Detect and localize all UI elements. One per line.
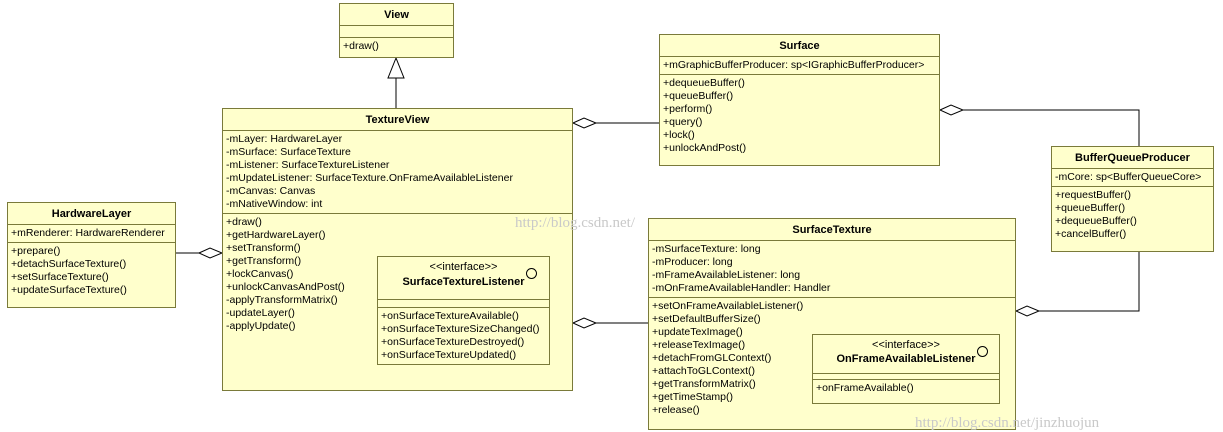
member-line: -mSurfaceTexture: long <box>652 243 761 255</box>
member-line: +detachFromGLContext() <box>652 352 772 364</box>
class-texture-view-attributes: -mLayer: HardwareLayer-mSurface: Surface… <box>223 131 572 214</box>
class-hardware-layer: HardwareLayer +mRenderer: HardwareRender… <box>7 202 176 308</box>
class-texture-view: TextureView -mLayer: HardwareLayer-mSurf… <box>222 108 573 391</box>
member-line: +release() <box>652 404 700 416</box>
member-line: -mOnFrameAvailableHandler: Handler <box>652 282 831 294</box>
member-line: +detachSurfaceTexture() <box>11 258 127 270</box>
member-line: +lockCanvas() <box>226 268 294 280</box>
member-line: -mCore: sp<BufferQueueCore> <box>1055 171 1202 183</box>
member-line: +setDefaultBufferSize() <box>652 313 761 325</box>
member-line: +getTimeStamp() <box>652 391 734 403</box>
member-line: +onSurfaceTextureDestroyed() <box>381 336 525 348</box>
aggregation-diamond-surface-bqp <box>938 104 965 116</box>
member-line: +getTransform() <box>226 255 302 267</box>
member-line: +onSurfaceTextureSizeChanged() <box>381 323 540 335</box>
member-line: -mLayer: HardwareLayer <box>226 133 343 145</box>
member-line: -applyUpdate() <box>226 320 296 332</box>
generalization-arrow <box>387 56 405 79</box>
class-surface-attributes: +mGraphicBufferProducer: sp<IGraphicBuff… <box>660 57 939 75</box>
member-line: +getHardwareLayer() <box>226 229 326 241</box>
class-hardware-layer-methods: +prepare()+detachSurfaceTexture()+setSur… <box>8 243 175 299</box>
class-hardware-layer-attributes: +mRenderer: HardwareRenderer <box>8 225 175 243</box>
class-buffer-queue-producer-name: BufferQueueProducer <box>1052 147 1213 169</box>
member-line: +mRenderer: HardwareRenderer <box>11 227 165 239</box>
class-buffer-queue-producer-attributes: -mCore: sp<BufferQueueCore> <box>1052 169 1213 187</box>
class-view-name: View <box>340 4 453 26</box>
member-line: -mListener: SurfaceTextureListener <box>226 159 390 171</box>
interface-surface-texture-listener-attributes <box>378 300 549 308</box>
member-line: -mNativeWindow: int <box>226 198 323 210</box>
class-hardware-layer-name: HardwareLayer <box>8 203 175 225</box>
member-line: +unlockAndPost() <box>663 142 747 154</box>
member-line: +cancelBuffer() <box>1055 228 1127 240</box>
class-surface-texture-methods: +setOnFrameAvailableListener()+setDefaul… <box>649 298 1015 419</box>
member-line: +lock() <box>663 129 695 141</box>
member-line: +onFrameAvailable() <box>816 382 914 394</box>
interface-lollipop-icon <box>977 346 988 357</box>
interface-on-frame-available-listener: <<interface>> OnFrameAvailableListener +… <box>812 334 1000 404</box>
class-texture-view-methods: +draw()+getHardwareLayer()+setTransform(… <box>223 214 572 335</box>
interface-on-frame-available-listener-name: OnFrameAvailableListener <box>836 353 976 365</box>
member-line: +perform() <box>663 103 713 115</box>
member-line: +onSurfaceTextureUpdated() <box>381 349 517 361</box>
class-surface-texture-attributes: -mSurfaceTexture: long-mProducer: long-m… <box>649 241 1015 298</box>
aggregation-diamond-hardwarelayer <box>197 247 224 259</box>
aggregation-diamond-surface <box>571 117 598 129</box>
interface-surface-texture-listener-methods: +onSurfaceTextureAvailable()+onSurfaceTe… <box>378 308 549 364</box>
stereotype-label: <<interface>> <box>872 339 940 351</box>
member-line: -applyTransformMatrix() <box>226 294 338 306</box>
member-line: -mCanvas: Canvas <box>226 185 316 197</box>
class-view-methods: +draw() <box>340 38 453 55</box>
class-surface-texture-name: SurfaceTexture <box>649 219 1015 241</box>
class-surface-methods: +dequeueBuffer()+queueBuffer()+perform()… <box>660 75 939 157</box>
member-line: -updateLayer() <box>226 307 295 319</box>
member-line: +onSurfaceTextureAvailable() <box>381 310 519 322</box>
interface-on-frame-available-listener-attributes <box>813 374 999 380</box>
member-line: +prepare() <box>11 245 61 257</box>
member-line: +requestBuffer() <box>1055 189 1131 201</box>
member-line: +dequeueBuffer() <box>1055 215 1137 227</box>
member-line: -mUpdateListener: SurfaceTexture.OnFrame… <box>226 172 513 184</box>
member-line: +updateSurfaceTexture() <box>11 284 127 296</box>
member-line: +updateTexImage() <box>652 326 743 338</box>
member-line: +setSurfaceTexture() <box>11 271 109 283</box>
member-line: +queueBuffer() <box>1055 202 1126 214</box>
class-surface-name: Surface <box>660 35 939 57</box>
interface-surface-texture-listener: <<interface>> SurfaceTextureListener +on… <box>377 256 550 365</box>
member-line: +attachToGLContext() <box>652 365 756 377</box>
watermark-text: http://blog.csdn.net/jinzhuojun <box>915 415 1100 431</box>
member-line: +setTransform() <box>226 242 301 254</box>
member-line: +releaseTexImage() <box>652 339 746 351</box>
member-line: +draw() <box>343 40 379 52</box>
member-line: +getTransformMatrix() <box>652 378 756 390</box>
watermark-text: http://blog.csdn.net/ <box>515 215 635 231</box>
aggregation-line-bqp-surfacetexture <box>1039 252 1140 312</box>
member-line: +queueBuffer() <box>663 90 734 102</box>
interface-lollipop-icon <box>526 268 537 279</box>
member-line: +mGraphicBufferProducer: sp<IGraphicBuff… <box>663 59 925 71</box>
member-line: +unlockCanvasAndPost() <box>226 281 345 293</box>
aggregation-line-bqp-surface <box>963 109 1140 146</box>
member-line: +setOnFrameAvailableListener() <box>652 300 804 312</box>
member-line: +query() <box>663 116 703 128</box>
stereotype-label: <<interface>> <box>429 261 498 273</box>
class-buffer-queue-producer: BufferQueueProducer -mCore: sp<BufferQue… <box>1051 146 1214 252</box>
aggregation-diamond-surfacetexture <box>571 317 598 329</box>
class-view-attributes <box>340 26 453 38</box>
aggregation-diamond-surfacetexture-bqp <box>1014 305 1041 317</box>
class-view: View +draw() <box>339 3 454 58</box>
interface-on-frame-available-listener-methods: +onFrameAvailable() <box>813 380 999 397</box>
member-line: +draw() <box>226 216 262 228</box>
class-buffer-queue-producer-methods: +requestBuffer()+queueBuffer()+dequeueBu… <box>1052 187 1213 243</box>
class-texture-view-name: TextureView <box>223 109 572 131</box>
member-line: +dequeueBuffer() <box>663 77 745 89</box>
interface-surface-texture-listener-name: SurfaceTextureListener <box>402 276 525 288</box>
class-surface: Surface +mGraphicBufferProducer: sp<IGra… <box>659 34 940 166</box>
member-line: -mFrameAvailableListener: long <box>652 269 801 281</box>
member-line: -mProducer: long <box>652 256 733 268</box>
member-line: -mSurface: SurfaceTexture <box>226 146 351 158</box>
